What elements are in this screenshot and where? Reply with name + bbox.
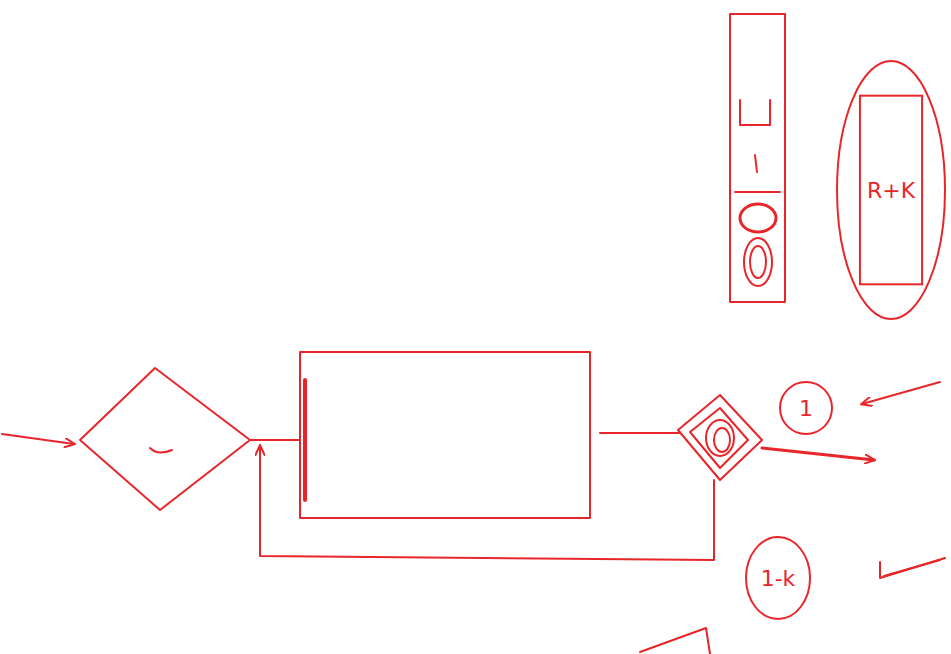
node-label: 1-k <box>761 566 796 591</box>
node-label: 1 <box>799 396 813 421</box>
node-label: R+K <box>867 178 915 203</box>
value-circle: 1 <box>778 380 834 436</box>
expression-oval: R+K <box>835 59 947 321</box>
fraction-circle: 1-k <box>744 535 812 621</box>
